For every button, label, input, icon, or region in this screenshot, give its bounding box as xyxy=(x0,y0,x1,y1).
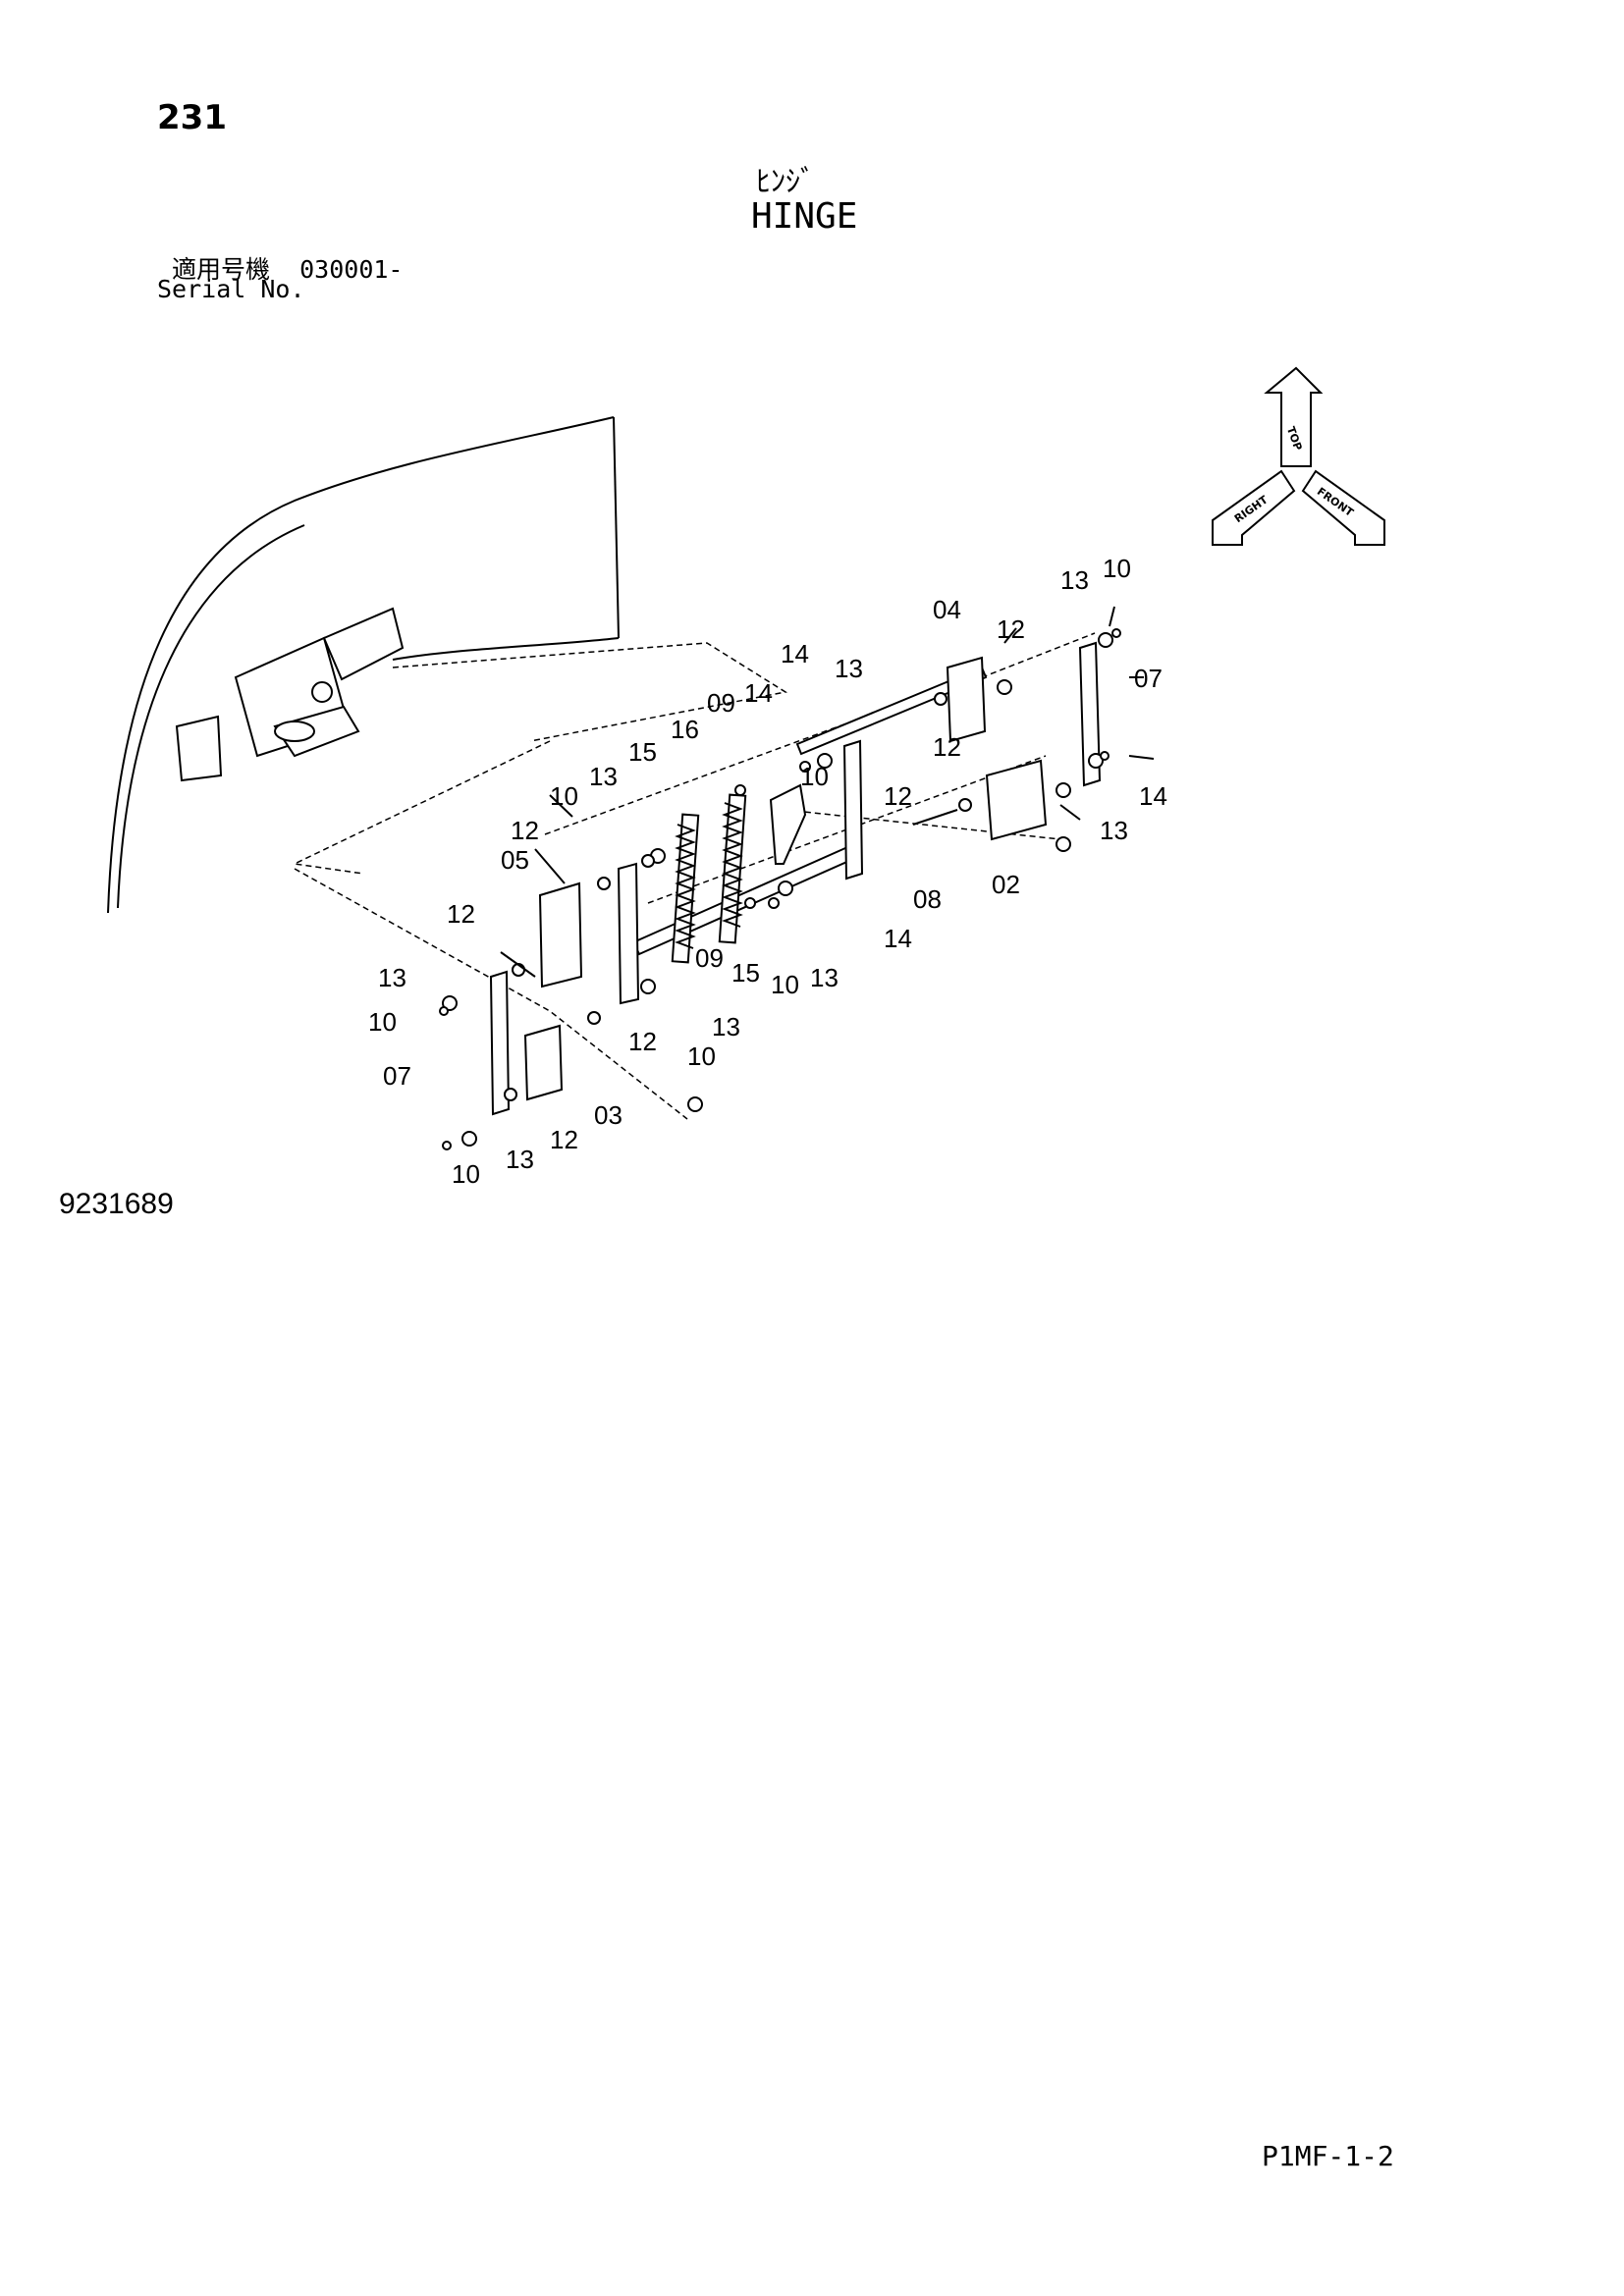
callout-13-a: 13 xyxy=(589,762,618,791)
drawing-number: 9231689 xyxy=(59,1188,174,1220)
callout-10-f: 10 xyxy=(800,762,829,791)
callout-07-left: 07 xyxy=(383,1061,411,1091)
callout-leaders xyxy=(500,606,1155,978)
serial-label-japanese: 適用号機 xyxy=(172,255,271,284)
mounting-brackets xyxy=(523,656,1048,1101)
callout-12-d: 12 xyxy=(550,1125,578,1154)
callout-12-h: 13 xyxy=(1100,816,1128,845)
orientation-indicator: TOP RIGHT FRONT xyxy=(1212,366,1385,546)
callout-12-c: 12 xyxy=(628,1027,657,1056)
serial-applicability-japanese: 適用号機 030001- xyxy=(172,250,403,286)
callout-14-c: 14 xyxy=(884,924,912,953)
callout-12-e: 12 xyxy=(997,614,1025,644)
callout-12-f: 12 xyxy=(933,732,961,762)
sheet-code: P1MF-1-2 xyxy=(1262,2140,1394,2172)
callout-10-e: 10 xyxy=(771,970,799,999)
callout-04: 04 xyxy=(933,595,961,624)
windshield-glass xyxy=(107,416,620,914)
page-title: HINGE xyxy=(751,196,858,237)
callout-07-right: 07 xyxy=(1134,664,1163,693)
callout-10-g: 10 xyxy=(1103,554,1131,583)
callout-02: 02 xyxy=(992,870,1020,899)
callout-14-b: 14 xyxy=(781,639,809,668)
callout-12-a: 12 xyxy=(511,816,539,845)
glass-hinge-bracket xyxy=(175,607,405,782)
serial-label: Serial No. xyxy=(157,275,305,303)
callout-10-a: 10 xyxy=(550,781,578,811)
callout-13-d: 13 xyxy=(506,1145,534,1174)
callout-12-b: 12 xyxy=(447,899,475,929)
callout-05: 05 xyxy=(501,845,529,875)
callout-10-d: 10 xyxy=(452,1159,480,1189)
page-title-japanese: ﾋﾝｼﾞ xyxy=(756,165,815,199)
callout-09-lower: 09 xyxy=(695,943,724,973)
callout-13-f: 13 xyxy=(835,654,863,683)
callout-10-b: 10 xyxy=(368,1007,397,1037)
callout-09-upper: 09 xyxy=(707,688,735,718)
callout-13-c: 13 xyxy=(712,1012,740,1041)
link-arms xyxy=(489,641,1102,1116)
callout-14-d: 15 xyxy=(731,958,760,988)
callout-12-g: 12 xyxy=(884,781,912,811)
page-number: 231 xyxy=(157,98,227,137)
callout-03: 03 xyxy=(594,1100,623,1130)
callout-10-c: 10 xyxy=(687,1041,716,1071)
callout-13-g: 13 xyxy=(1060,565,1089,595)
callout-14-a: 14 xyxy=(744,678,773,708)
callout-08: 08 xyxy=(913,884,942,914)
callout-13-b: 13 xyxy=(378,963,406,992)
callouts: 02 03 04 05 07 07 08 09 09 10 10 10 10 1… xyxy=(368,554,1167,1189)
spring-left xyxy=(671,813,700,964)
callout-13-e: 13 xyxy=(810,963,839,992)
callout-13-h: 14 xyxy=(1139,781,1167,811)
callout-15-a: 15 xyxy=(628,737,657,767)
washers-and-nuts xyxy=(439,628,1121,1150)
callout-15-b: 16 xyxy=(671,715,699,744)
serial-range: 030001- xyxy=(299,255,404,284)
